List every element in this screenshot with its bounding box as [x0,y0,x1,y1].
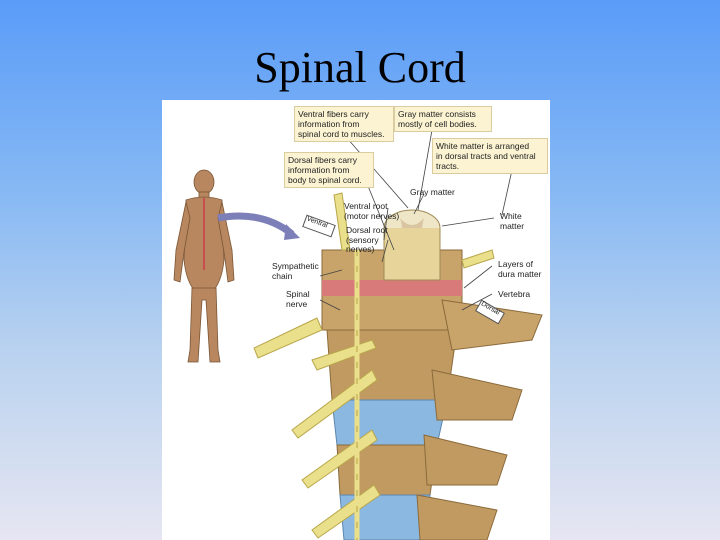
ventral-root-label: Ventral root (motor nerves) [344,201,400,221]
dorsal-tag [475,299,505,325]
white-matter-callout: White matter is arranged in dorsal tract… [432,138,548,174]
dorsal-root-label: Dorsal root (sensory nerves) [346,225,388,254]
ventral-fibers-callout: Ventral fibers carry information from sp… [294,106,394,142]
vertebra-label: Vertebra [498,289,531,299]
leader-lines [319,129,513,311]
slide-title: Spinal Cord [254,43,466,92]
gray-matter-callout: Gray matter consists mostly of cell bodi… [394,106,492,132]
spinal-cord-illustration [173,129,543,540]
dura-layer [322,280,462,296]
dorsal-fibers-callout: Dorsal fibers carry information from bod… [284,152,374,188]
spinal-cord-figure: Ventral fibers carry information from sp… [162,100,550,540]
spinal-nerve-label: Spinal nerve [286,289,310,309]
white-matter-label: White matter [500,211,525,231]
spinal-nerves [253,192,495,539]
gray-matter-label: Gray matter [410,187,455,197]
spinal-cord-section [383,209,441,281]
dura-layers-label: Layers of dura matter [498,259,542,279]
ventral-tag [302,214,336,238]
sympathetic-chain-label: Sympathetic chain [272,261,319,281]
